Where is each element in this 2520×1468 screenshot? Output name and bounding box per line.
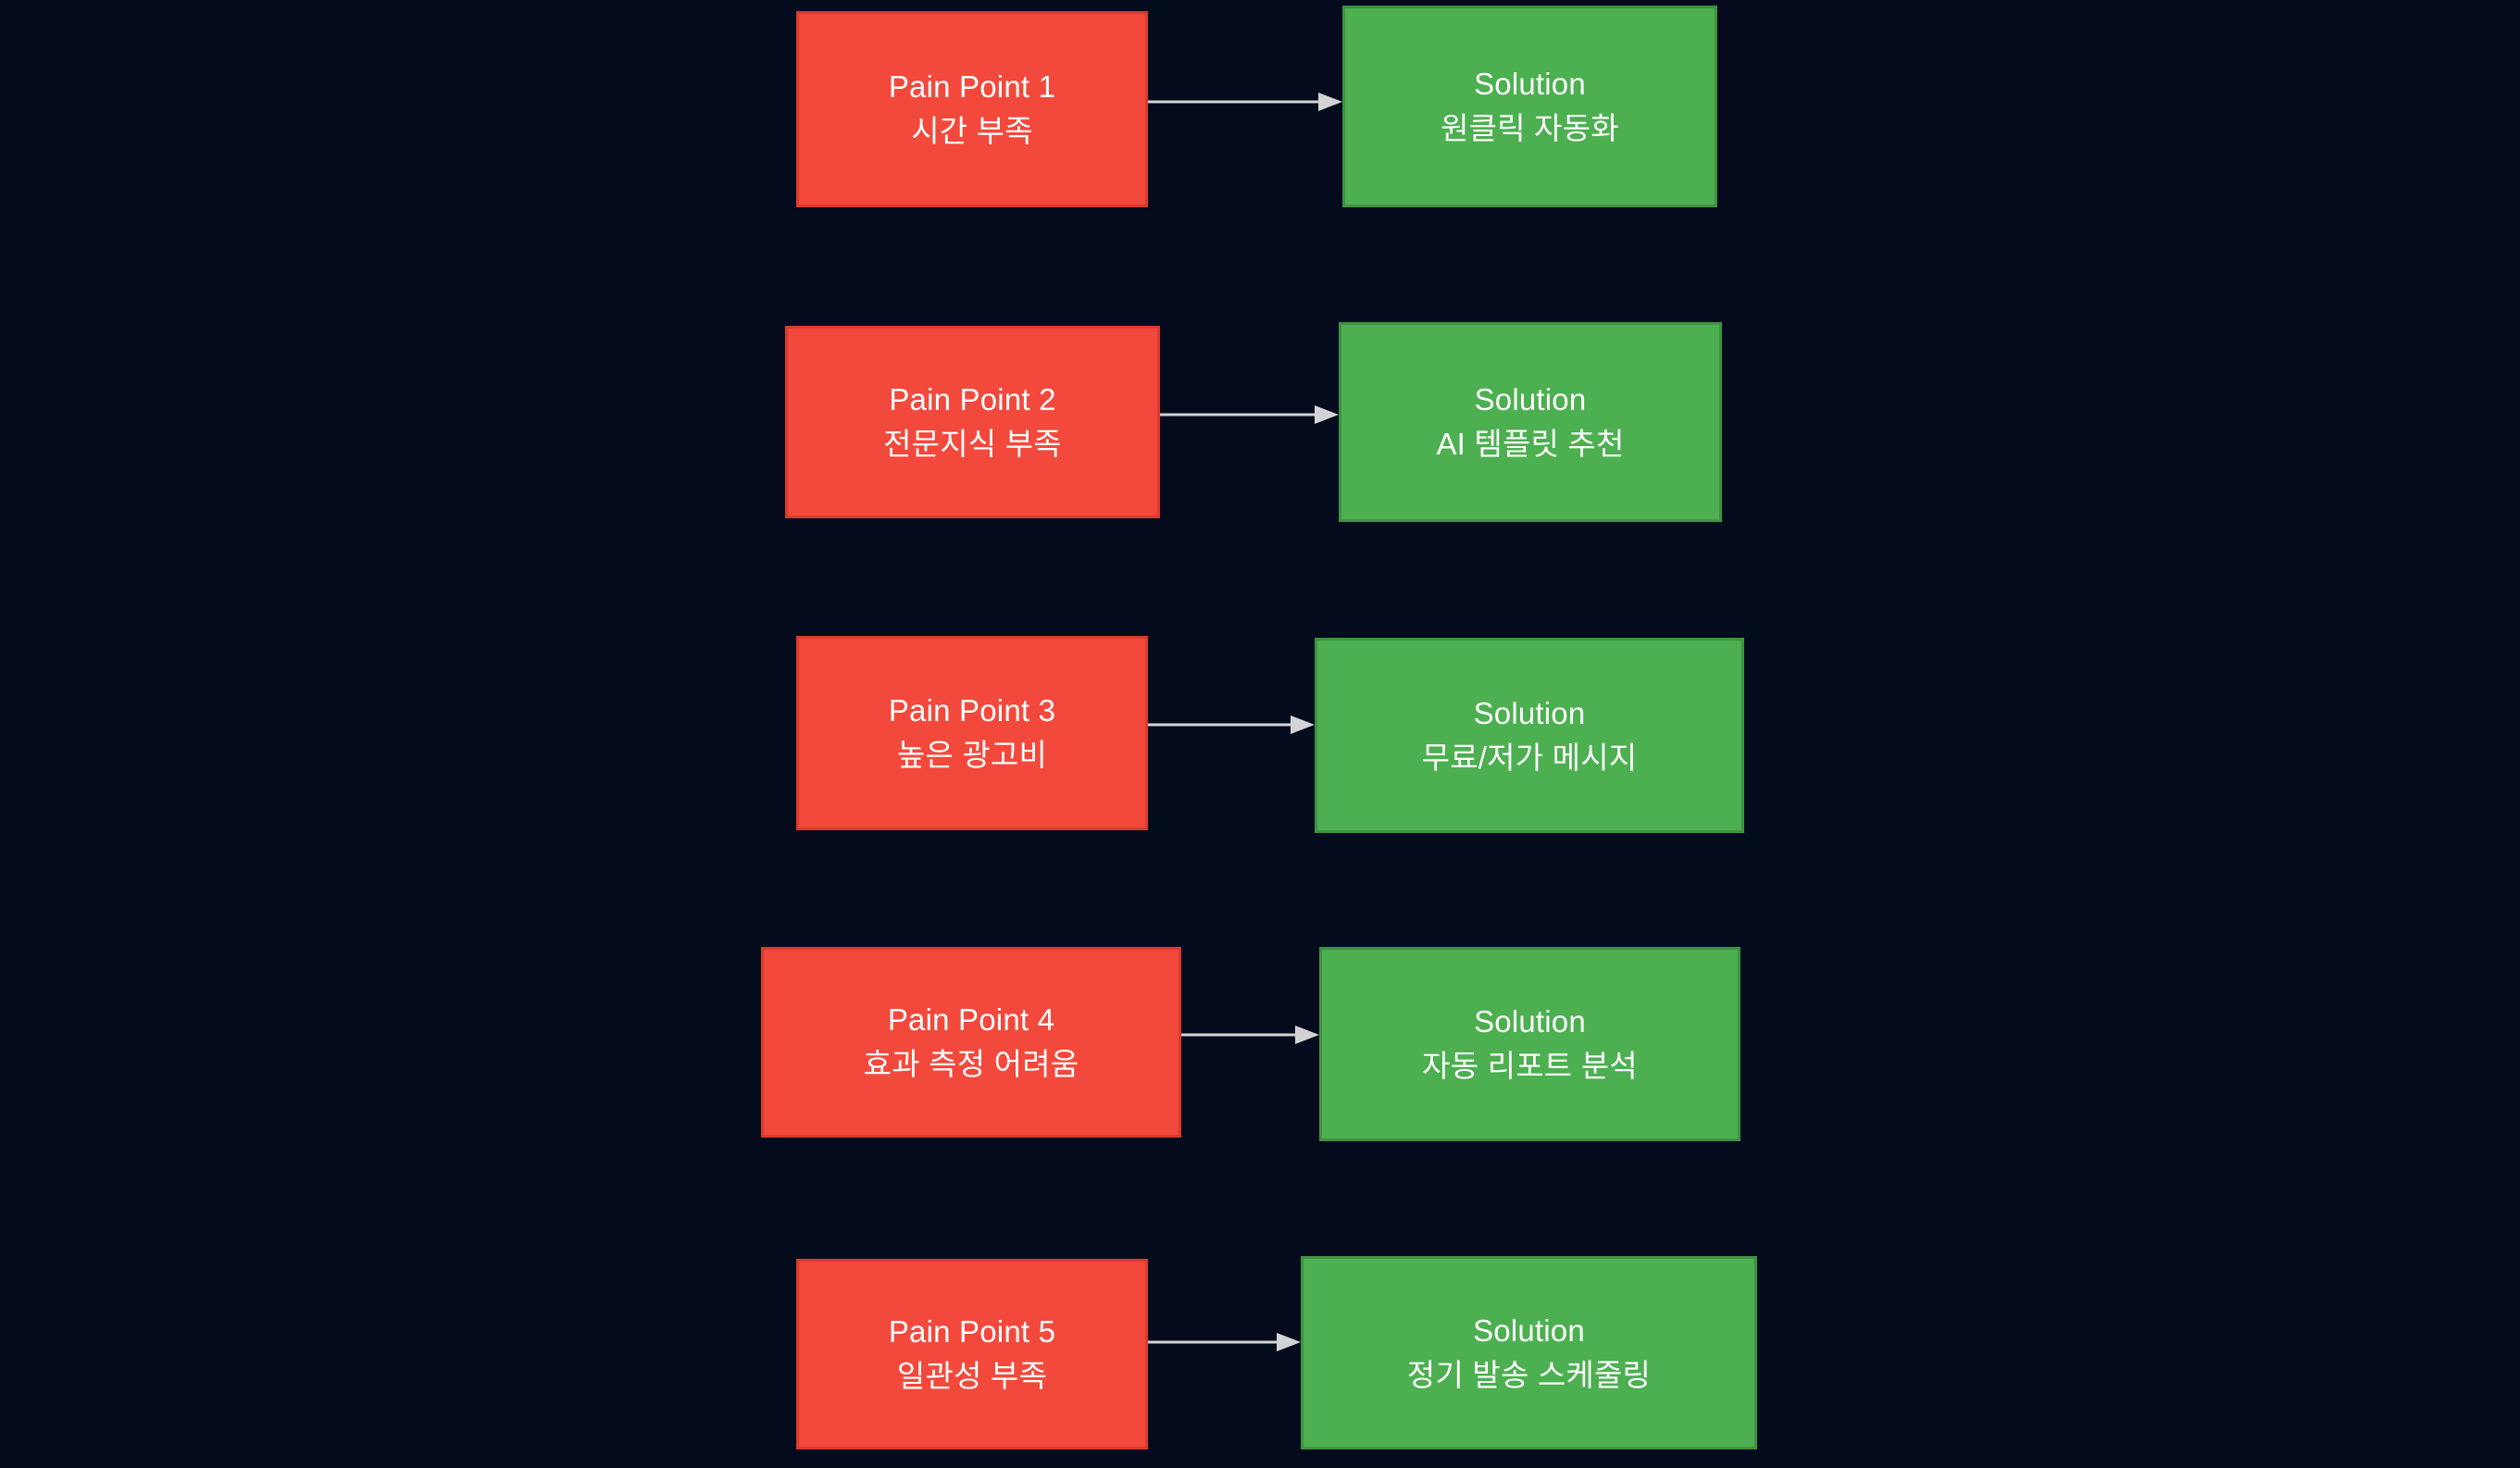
- solution-subtitle: 무료/저가 메시지: [1421, 740, 1638, 775]
- solution-title: Solution: [1474, 67, 1586, 102]
- solution-title: Solution: [1474, 382, 1587, 417]
- pain-point-subtitle: 높은 광고비: [896, 738, 1048, 772]
- solution-subtitle: 원클릭 자동화: [1441, 111, 1619, 145]
- pain-point-title: Pain Point 4: [887, 1002, 1055, 1038]
- pain-point-title: Pain Point 2: [889, 382, 1056, 417]
- pain-point-node[interactable]: Pain Point 5 일관성 부족: [796, 1259, 1148, 1449]
- pain-point-title: Pain Point 3: [888, 693, 1056, 728]
- pain-point-node[interactable]: Pain Point 2 전문지식 부족: [785, 326, 1160, 518]
- solution-node[interactable]: Solution 원클릭 자동화: [1342, 6, 1717, 207]
- solution-node[interactable]: Solution AI 템플릿 추천: [1339, 322, 1722, 522]
- solution-subtitle: 자동 리포트 분석: [1422, 1049, 1638, 1083]
- pain-point-node[interactable]: Pain Point 4 효과 측정 어려움: [761, 947, 1181, 1138]
- solution-title: Solution: [1473, 1312, 1585, 1348]
- pain-point-subtitle: 전문지식 부족: [883, 427, 1062, 461]
- pain-point-subtitle: 일관성 부족: [896, 1359, 1048, 1393]
- pain-point-subtitle: 시간 부족: [911, 114, 1033, 148]
- pain-point-title: Pain Point 1: [888, 69, 1056, 105]
- solution-title: Solution: [1473, 695, 1586, 730]
- pain-point-node[interactable]: Pain Point 1 시간 부족: [796, 11, 1148, 207]
- pain-point-title: Pain Point 5: [888, 1314, 1056, 1350]
- solution-node[interactable]: Solution 무료/저가 메시지: [1315, 638, 1744, 833]
- solution-node[interactable]: Solution 정기 발송 스케줄링: [1301, 1256, 1757, 1449]
- pain-point-subtitle: 효과 측정 어려움: [863, 1047, 1079, 1081]
- solution-subtitle: 정기 발송 스케줄링: [1406, 1357, 1652, 1392]
- pain-point-node[interactable]: Pain Point 3 높은 광고비: [796, 636, 1148, 830]
- solution-node[interactable]: Solution 자동 리포트 분석: [1319, 947, 1740, 1141]
- solution-subtitle: AI 템플릿 추천: [1436, 427, 1625, 461]
- arrow-icon: [1148, 1330, 1301, 1354]
- solution-title: Solution: [1474, 1004, 1586, 1039]
